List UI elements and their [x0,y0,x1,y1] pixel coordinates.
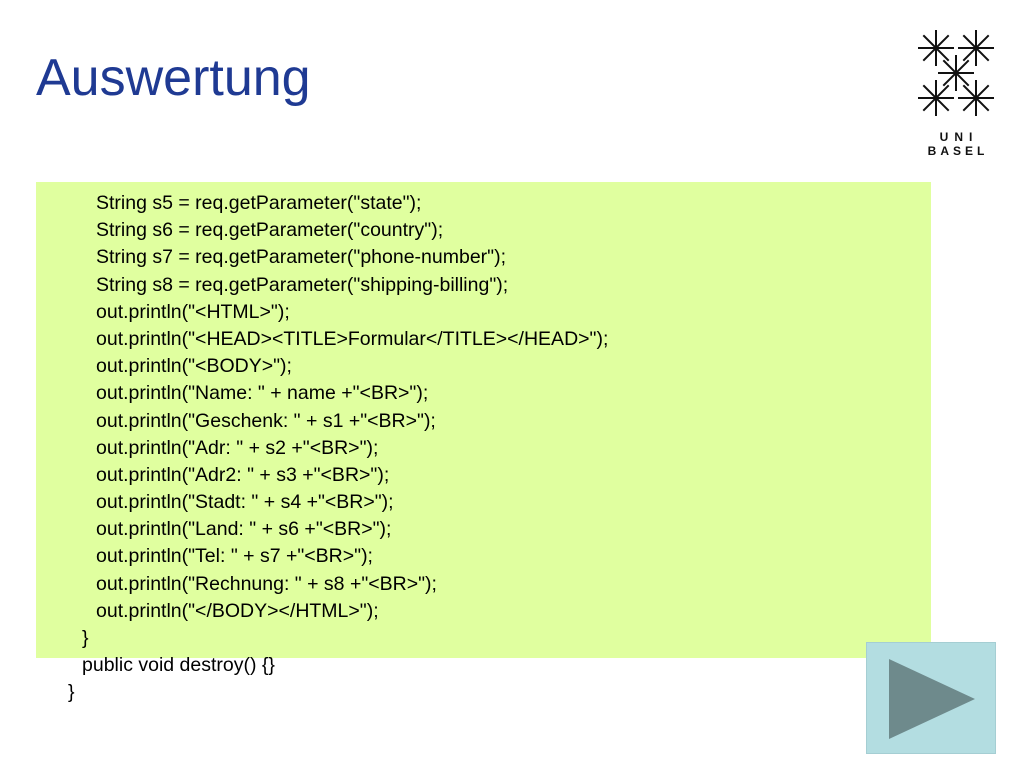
code-line: String s6 = req.getParameter("country"); [96,219,444,242]
code-line: out.println("Adr2: " + s3 +"<BR>"); [96,463,390,486]
code-line: out.println("Geschenk: " + s1 +"<BR>"); [96,409,436,432]
code-line: } [68,681,75,704]
uni-basel-logo: UNI BASEL [916,28,996,158]
code-line: out.println("Adr: " + s2 +"<BR>"); [96,436,379,459]
code-line: public void destroy() {} [82,654,275,677]
code-listing: String s5 = req.getParameter("state"); St… [0,190,900,707]
code-line: out.println("<HEAD><TITLE>Formular</TITL… [96,327,609,350]
code-line: out.println("<BODY>"); [96,355,292,378]
logo-text-uni: UNI [939,130,979,144]
code-line: out.println("Tel: " + s7 +"<BR>"); [96,545,373,568]
slide-title: Auswertung [36,49,311,107]
uni-basel-snowflake-icon [918,30,994,116]
play-triangle-icon [889,659,975,739]
code-line: String s8 = req.getParameter("shipping-b… [96,273,509,296]
code-line: } [82,627,89,649]
code-line: out.println("Stadt: " + s4 +"<BR>"); [96,491,394,514]
code-line: out.println("</BODY></HTML>"); [96,599,379,622]
code-line: String s7 = req.getParameter("phone-numb… [96,246,507,269]
code-line: out.println("Land: " + s6 +"<BR>"); [96,518,392,541]
code-highlight-box [36,182,931,658]
code-line: out.println("Name: " + name +"<BR>"); [96,382,429,405]
code-line: String s5 = req.getParameter("state"); [96,192,422,214]
code-line: out.println("<HTML>"); [96,300,290,323]
logo-text-basel: BASEL [927,144,989,158]
code-line: out.println("Rechnung: " + s8 +"<BR>"); [96,572,437,595]
next-slide-button[interactable] [866,642,996,754]
